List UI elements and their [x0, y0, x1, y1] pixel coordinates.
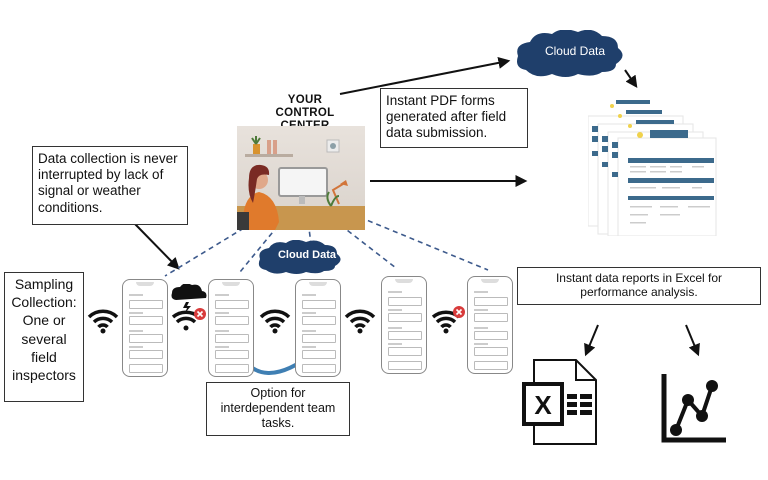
form-field[interactable] — [302, 316, 336, 325]
form-field[interactable] — [129, 350, 163, 359]
control-center-illustration[interactable] — [237, 126, 365, 230]
phone-notch — [309, 282, 327, 286]
form-field[interactable] — [215, 300, 249, 309]
form-field[interactable] — [474, 313, 508, 322]
storm-cloud-icon — [171, 284, 207, 300]
form-field[interactable] — [388, 297, 422, 306]
phone-mockup[interactable] — [122, 279, 168, 377]
arrow-cloud-to-reports — [624, 69, 638, 88]
phone-notch — [222, 282, 240, 286]
form-field[interactable] — [388, 361, 422, 370]
phone-mockup[interactable] — [295, 279, 341, 377]
svg-text:X: X — [534, 390, 552, 420]
form-field[interactable] — [215, 316, 249, 325]
callout-excel-reports: Instant data reports in Excel for perfor… — [517, 267, 761, 305]
form-field[interactable] — [215, 364, 249, 373]
phone-notch — [136, 282, 154, 286]
form-field[interactable] — [474, 361, 508, 370]
cloud-data-middle-label: Cloud Data — [277, 249, 337, 261]
form-field[interactable] — [388, 347, 422, 356]
phone-mockup[interactable] — [381, 276, 427, 374]
form-field[interactable] — [129, 316, 163, 325]
form-field[interactable] — [129, 300, 163, 309]
form-field[interactable] — [129, 364, 163, 373]
arrow-to-excel — [584, 324, 599, 357]
form-field[interactable] — [388, 313, 422, 322]
form-field[interactable] — [215, 350, 249, 359]
cloud-data-top-label: Cloud Data — [544, 44, 606, 58]
wifi-connected-icon — [344, 309, 376, 334]
form-field[interactable] — [302, 300, 336, 309]
form-field[interactable] — [302, 350, 336, 359]
form-field[interactable] — [129, 334, 163, 343]
form-field[interactable] — [302, 334, 336, 343]
pdf-report-stack-icon — [587, 100, 717, 237]
phone-mockup[interactable] — [208, 279, 254, 377]
arrow-to-top-cloud — [339, 56, 511, 95]
cloud-data-top-icon — [517, 30, 623, 77]
callout-sampling-collection: Sampling Collection: One or several fiel… — [4, 272, 84, 402]
form-field[interactable] — [474, 331, 508, 340]
callout-team-tasks: Option for interdependent team tasks. — [206, 382, 350, 436]
wifi-disconnected-storm-icon — [171, 284, 207, 331]
line-chart-icon[interactable] — [660, 372, 730, 444]
person-at-desk-icon — [237, 126, 365, 230]
form-field[interactable] — [474, 297, 508, 306]
callout-pointer — [134, 223, 180, 270]
wifi-disconnected-icon — [431, 306, 465, 334]
wifi-connected-icon — [87, 309, 119, 334]
form-field[interactable] — [302, 364, 336, 373]
cloud-data-middle-icon — [258, 240, 341, 274]
phone-notch — [395, 279, 413, 283]
phone-notch — [481, 279, 499, 283]
excel-file-icon[interactable]: X — [522, 358, 602, 446]
pdf-report-stack[interactable] — [587, 96, 728, 237]
form-field[interactable] — [388, 331, 422, 340]
callout-pdf-forms: Instant PDF forms generated after field … — [380, 88, 528, 148]
callout-data-collection: Data collection is never interrupted by … — [32, 146, 188, 225]
form-field[interactable] — [474, 347, 508, 356]
arrow-to-chart — [685, 324, 700, 357]
phone-mockup[interactable] — [467, 276, 513, 374]
form-field[interactable] — [215, 334, 249, 343]
wifi-connected-icon — [259, 309, 291, 334]
